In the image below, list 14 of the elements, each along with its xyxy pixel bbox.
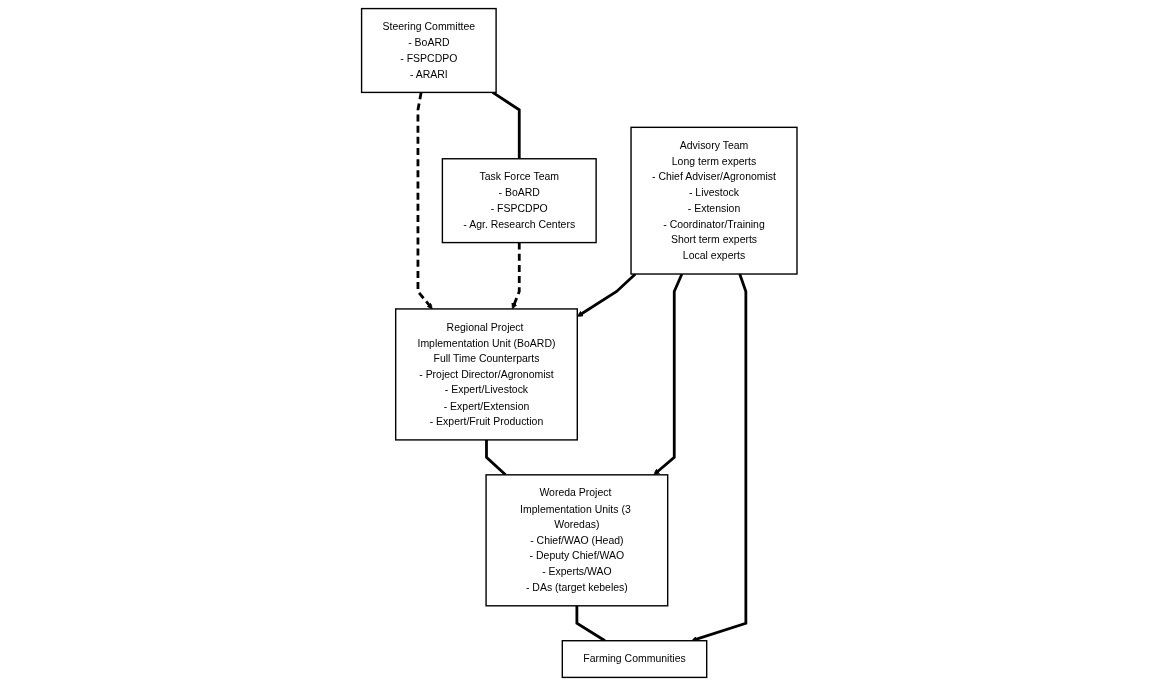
node-box: Advisory Team Long term experts - Chief Adviser/Agronomist - Livestock - Extension - Coordinator/Training Short term experts Local experts bbox=[630, 126, 798, 275]
arrow bbox=[511, 242, 521, 310]
node-box: Farming Communities bbox=[561, 640, 708, 679]
connector bbox=[492, 91, 521, 159]
arrow bbox=[653, 273, 684, 476]
connector bbox=[575, 605, 606, 642]
arrow bbox=[577, 273, 637, 317]
node-box: Task Force Team - BoARD - FSPCDPO - Agr. Research Centers bbox=[441, 158, 598, 244]
arrow bbox=[416, 92, 433, 310]
node-box: Woreda Project Implementation Units (3 Woredas) - Chief/WAO (Head) - Deputy Chief/WAO - Experts/WAO - DAs (target kebeles) bbox=[485, 474, 669, 607]
connector bbox=[485, 439, 507, 476]
node-box: Steering Committee - BoARD - FSPCDPO - ARARI bbox=[361, 7, 497, 94]
arrow bbox=[691, 273, 748, 642]
node-box: Regional Project Implementation Unit (BoARD) Full Time Counterparts - Project Director/Agronomist - Expert/Livestock - Expert/Extension - Expert/Fruit Production bbox=[395, 308, 579, 441]
